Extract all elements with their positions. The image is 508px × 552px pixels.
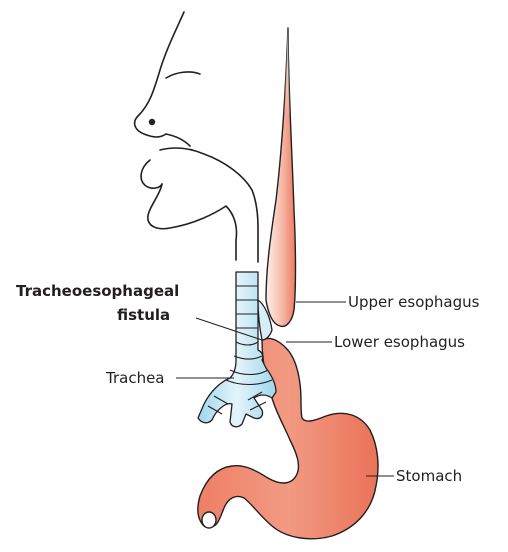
forehead-nose-profile (135, 12, 184, 137)
lower-esophagus-label: Lower esophagus (334, 333, 465, 351)
eyelid-line (166, 72, 200, 78)
lower-lip-chin (141, 160, 162, 188)
fistula-label-line1: Tracheoesophageal (16, 282, 179, 300)
stomach-label: Stomach (396, 467, 462, 485)
fistula-label-line2: fistula (117, 306, 170, 324)
head-outline (135, 12, 258, 262)
lower-esophagus-stomach (198, 338, 378, 538)
upper-esophagus-label: Upper esophagus (348, 293, 480, 311)
nostril (149, 119, 155, 125)
upper-lip (166, 134, 190, 146)
trachea-label: Trachea (105, 369, 165, 387)
back-of-throat (252, 190, 258, 262)
mouth-line (160, 148, 252, 190)
upper-esophagus-pouch (266, 28, 296, 326)
chin-jaw (148, 184, 237, 260)
duodenum-opening (202, 512, 216, 528)
